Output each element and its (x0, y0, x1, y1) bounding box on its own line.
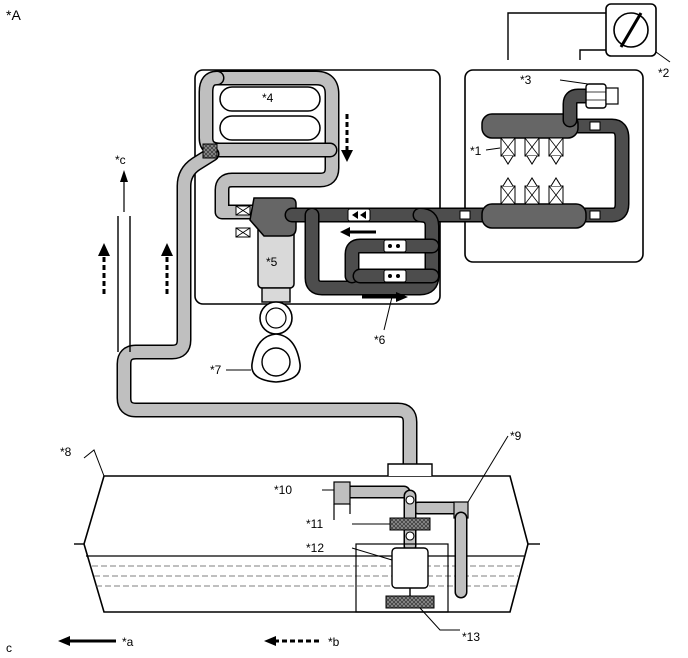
corner-label: c (6, 641, 12, 655)
fuel-delivery-pipe-and-injectors (459, 88, 630, 229)
callout-3-label: *3 (520, 73, 532, 87)
legend-solid-arrow-label: *a (122, 635, 134, 649)
high-pressure-fuel-pump (235, 197, 297, 335)
throttle-body (507, 3, 671, 63)
callout-2-label: *2 (658, 66, 670, 80)
legend-dashed-arrow-label: *b (328, 635, 340, 649)
dashed-flow-arrow-up-left (98, 243, 110, 294)
callout-6-leader (383, 296, 393, 331)
callout-11-label: *11 (306, 517, 323, 531)
fuel-pressure-sensor (559, 79, 619, 109)
dashed-flow-arrow-up-right (161, 243, 173, 294)
callout-8-label: *8 (60, 445, 72, 459)
callout-6-label: *6 (374, 333, 386, 347)
callout-1-label: *1 (470, 144, 482, 158)
callout-1-leader (485, 147, 501, 151)
figure-id-label: *A (6, 7, 21, 23)
solid-flow-arrow-left (340, 227, 376, 237)
callout-4-label: *4 (262, 91, 274, 105)
callout-13-label: *13 (462, 630, 480, 644)
camshaft (226, 333, 301, 383)
callout-12-leader (351, 547, 393, 561)
legend-dashed-arrow (264, 636, 322, 646)
intake-filter-mesh (202, 143, 218, 159)
intake-pipe (198, 70, 340, 220)
dashed-flow-arrow-down (341, 114, 353, 162)
outlet-label: *c (115, 153, 126, 167)
callout-7-label: *7 (210, 363, 222, 377)
fuel-pump-module (333, 481, 469, 613)
legend-solid-arrow (58, 636, 116, 646)
callout-9-leader (467, 435, 509, 503)
callout-9-label: *9 (510, 429, 522, 443)
callout-12-label: *12 (306, 541, 324, 555)
fuel-delivery-pipe (116, 146, 418, 504)
callout-5-label: *5 (266, 255, 278, 269)
fuel-tank (74, 449, 540, 613)
outlet-pipe (117, 170, 131, 352)
callout-10-label: *10 (274, 483, 292, 497)
callout-13-leader (419, 607, 460, 631)
